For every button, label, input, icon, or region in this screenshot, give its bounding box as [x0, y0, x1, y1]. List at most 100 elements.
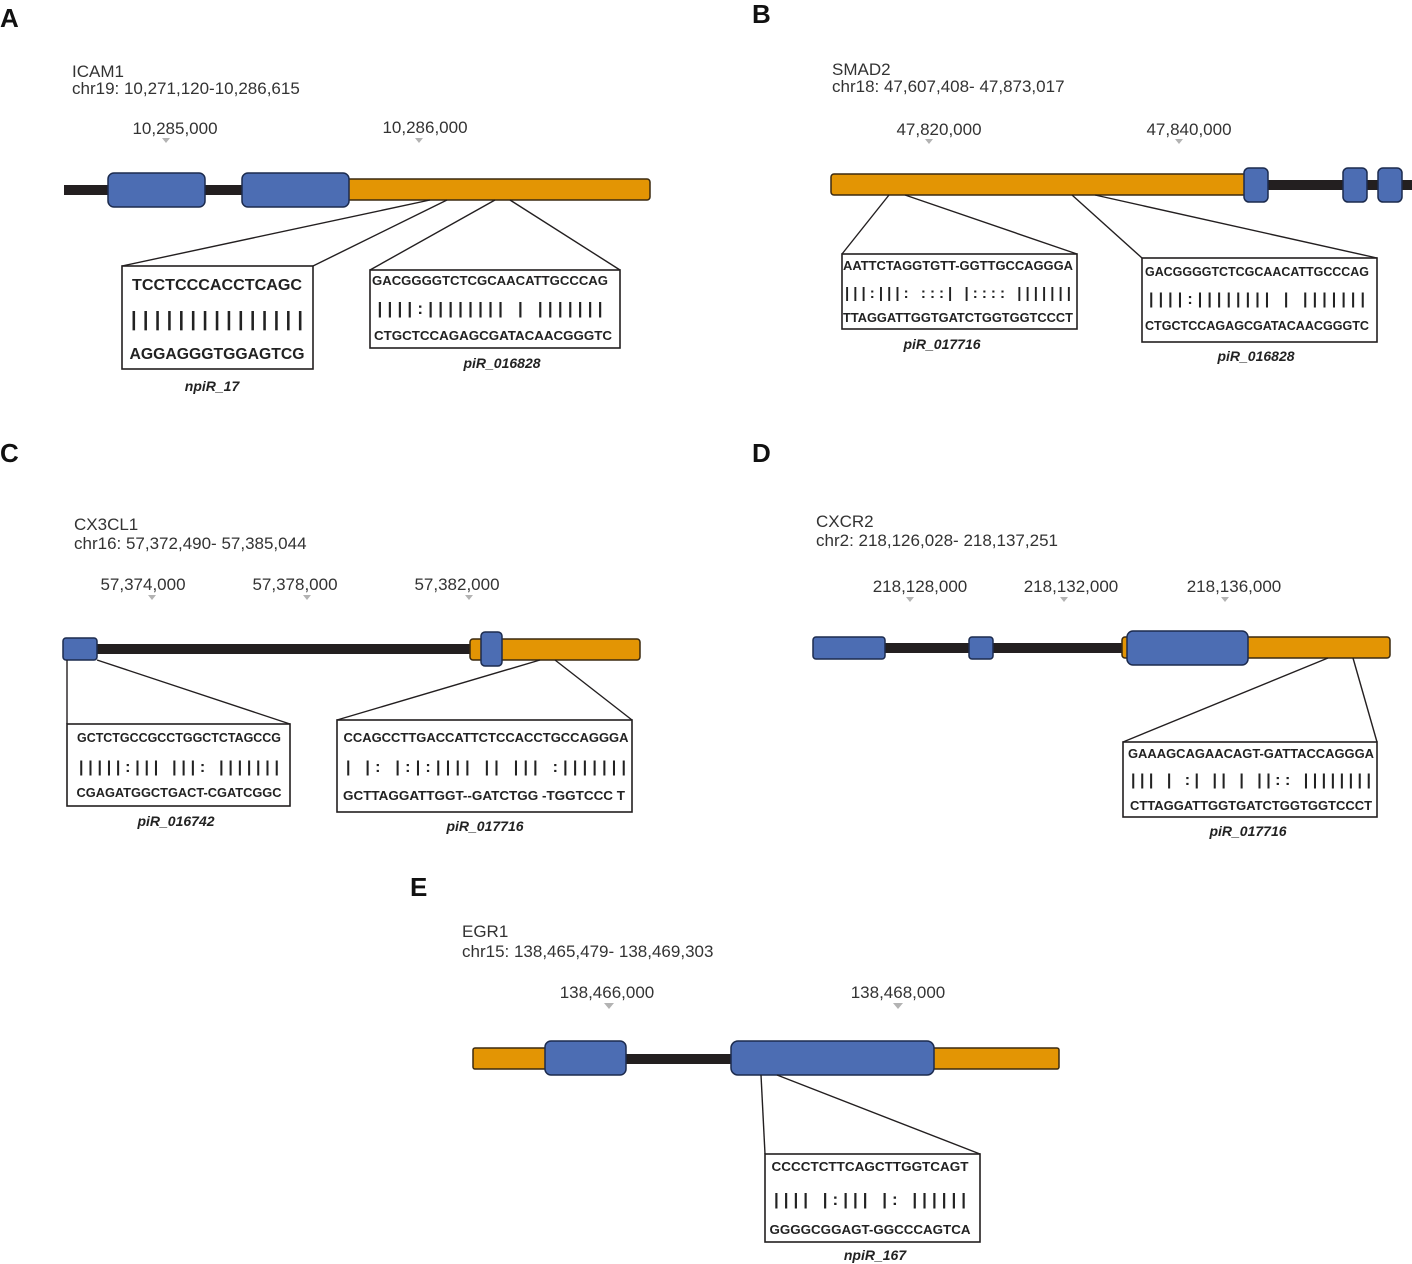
match-symbols: ||| | :| || | ||:: ||||||||	[1131, 772, 1371, 789]
pirna-name: piR_017716	[902, 336, 980, 352]
panel-letter: D	[752, 438, 771, 468]
exon-block	[1377, 167, 1403, 203]
alignment-frame	[66, 723, 291, 807]
alignment-box: GCTCTGCCGCCTGGCTCTAGCCG |||||:||| |||: |…	[66, 723, 291, 807]
gene-location: chr15: 138,465,479- 138,469,303	[462, 942, 713, 961]
connector-line	[554, 659, 633, 721]
pirna-name: piR_017716	[1208, 823, 1286, 839]
match-symbols: ||||:|||||||| | |||||||	[378, 299, 603, 318]
tick-label: 57,378,000	[252, 575, 337, 594]
gene-location: chr16: 57,372,490- 57,385,044	[74, 534, 307, 553]
panel-letter: E	[410, 872, 427, 902]
tick-marker	[415, 138, 423, 143]
panel-d: D CXCR2 chr2: 218,126,028- 218,137,251 2…	[752, 438, 1391, 839]
gene-name: CXCR2	[816, 512, 874, 531]
connector-line	[904, 194, 1078, 255]
panel-e: E EGR1 chr15: 138,465,479- 138,469,303 1…	[410, 872, 1060, 1263]
exon-block	[1342, 167, 1368, 203]
alignment-box: GAAAGCAGAACAGT-GATTACCAGGGA ||| | :| || …	[1122, 741, 1378, 818]
exon-block	[62, 637, 98, 661]
target-sequence: GACGGGGTCTCGCAACATTGCCCAG	[372, 273, 608, 288]
gene-location: chr18: 47,607,408- 47,873,017	[832, 77, 1065, 96]
target-sequence: TCCTCCCACCTCAGC	[132, 277, 302, 294]
exon-block	[1126, 630, 1249, 666]
connector-line	[841, 194, 890, 255]
alignment-frame	[1141, 257, 1378, 343]
pirna-name: piR_016828	[1216, 348, 1294, 364]
tick-label: 218,128,000	[873, 577, 968, 596]
connector-line	[760, 1074, 766, 1155]
connector-line	[1122, 657, 1329, 743]
utr-segment	[472, 1047, 554, 1070]
pirna-name: piR_017716	[445, 818, 523, 834]
alignment-box: TCCTCCCACCTCAGC ||||||||||||||| AGGAGGGT…	[121, 265, 314, 370]
target-sequence: GACGGGGTCTCGCAACATTGCCCAG	[1145, 264, 1369, 279]
alignment-box: CCAGCCTTGACCATTCTCCACCTGCCAGGGA | |: |:|…	[336, 719, 633, 813]
pirna-sequence: AGGAGGGTGGAGTCG	[130, 346, 305, 363]
tick-label: 10,286,000	[382, 118, 467, 137]
tick-label: 218,136,000	[1187, 577, 1282, 596]
alignment-frame	[764, 1153, 981, 1243]
connector-line	[1071, 194, 1143, 259]
alignment-frame	[121, 265, 314, 370]
match-symbols: |||:|||: :::| |:::: |||||||	[845, 285, 1071, 302]
alignment-frame	[841, 253, 1078, 330]
tick-label: 138,468,000	[851, 983, 946, 1002]
connector-line	[96, 659, 291, 725]
match-symbols: | |: |:|:|||| || ||| :|||||||	[346, 759, 626, 776]
connector-line	[336, 659, 541, 721]
pirna-name: piR_016828	[462, 355, 540, 371]
panel-letter: B	[752, 0, 771, 29]
pirna-sequence: GCTTAGGATTGGT--GATCTGG -TGGTCCC T	[343, 788, 625, 803]
target-sequence: CCAGCCTTGACCATTCTCCACCTGCCAGGGA	[344, 730, 630, 745]
alignment-frame	[336, 719, 633, 813]
alignment-frame	[1122, 741, 1378, 818]
exon-block	[812, 636, 886, 660]
target-sequence: AATTCTAGGTGTT-GGTTGCCAGGGA	[843, 258, 1074, 273]
gene-name: CX3CL1	[74, 515, 138, 534]
gene-location: chr2: 218,126,028- 218,137,251	[816, 531, 1058, 550]
tick-label: 47,820,000	[896, 120, 981, 139]
connector-line	[1352, 657, 1378, 743]
exon-block	[1243, 167, 1269, 203]
exon-block	[730, 1040, 935, 1076]
tick-label: 218,132,000	[1024, 577, 1119, 596]
exon-block	[968, 636, 994, 660]
alignment-box: CCCCTCTTCAGCTTGGTCAGT |||| |:||| |: ||||…	[764, 1153, 981, 1243]
target-sequence: GCTCTGCCGCCTGGCTCTAGCCG	[77, 730, 281, 745]
exon-block	[544, 1040, 627, 1076]
target-sequence: GAAAGCAGAACAGT-GATTACCAGGGA	[1128, 746, 1375, 761]
connector-line	[776, 1074, 981, 1155]
utr-segment	[924, 1047, 1060, 1070]
target-sequence: CCCCTCTTCAGCTTGGTCAGT	[772, 1159, 969, 1174]
tick-label: 47,840,000	[1146, 120, 1231, 139]
alignment-box: AATTCTAGGTGTT-GGTTGCCAGGGA |||:|||: :::|…	[841, 253, 1078, 330]
tick-marker	[604, 1003, 614, 1009]
panel-letter: A	[0, 3, 19, 33]
pirna-sequence: CTGCTCCAGAGCGATACAACGGGTC	[374, 328, 613, 343]
tick-label: 10,285,000	[132, 119, 217, 138]
match-symbols: ||||:|||||||| | |||||||	[1149, 291, 1365, 308]
tick-marker	[906, 597, 914, 602]
utr-segment	[339, 178, 651, 201]
connector-line	[121, 199, 431, 267]
pirna-name: npiR_17	[185, 378, 241, 394]
tick-label: 57,374,000	[100, 575, 185, 594]
pirna-sequence: CTTAGGATTGGTGATCTGGTGGTCCCT	[1130, 798, 1372, 813]
connector-line	[1094, 194, 1378, 259]
alignment-box: GACGGGGTCTCGCAACATTGCCCAG ||||:|||||||| …	[369, 269, 621, 349]
utr-segment	[830, 173, 1262, 196]
tick-label: 138,466,000	[560, 983, 655, 1002]
tick-marker	[925, 139, 933, 144]
exon-block	[107, 172, 206, 208]
tick-marker	[1221, 597, 1229, 602]
panel-c: C CX3CL1 chr16: 57,372,490- 57,385,044 5…	[0, 438, 641, 834]
tick-marker	[1060, 597, 1068, 602]
tick-label: 57,382,000	[414, 575, 499, 594]
exon-block	[480, 631, 503, 667]
tick-marker	[162, 138, 170, 143]
pirna-name: npiR_167	[844, 1247, 907, 1263]
gene-name: EGR1	[462, 922, 508, 941]
pirna-sequence: GGGGCGGAGT-GGCCCAGTCA	[770, 1222, 972, 1237]
